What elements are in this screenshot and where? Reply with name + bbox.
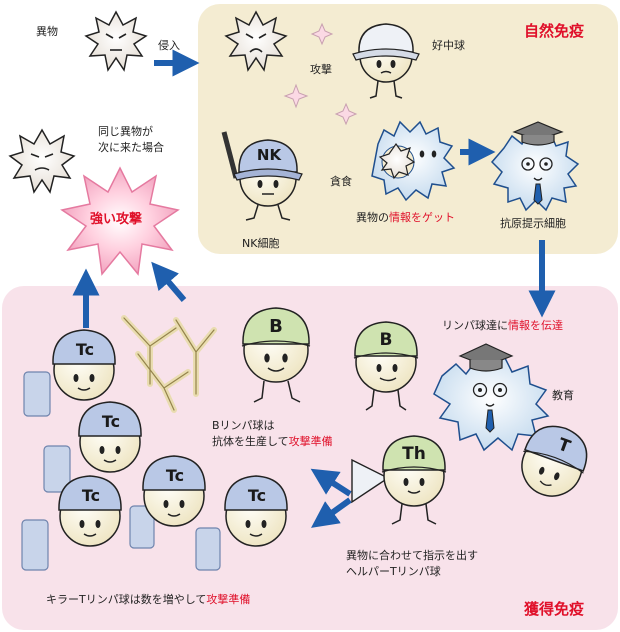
nk-cell-character (221, 131, 303, 221)
b-student-hat-label: B (379, 330, 393, 350)
b-cell-desc-label-2a: 抗体を生産して (212, 435, 289, 448)
helper-t-label-1: 異物に合わせて指示を出す (346, 549, 478, 562)
th-hat-label: Th (402, 444, 426, 464)
arrow-b-up (151, 261, 187, 302)
same-foreign-label-1: 同じ異物が (98, 125, 153, 138)
info-get-label-a: 異物の (356, 211, 389, 224)
b-cell-desc-label-2b: 攻撃準備 (288, 435, 333, 448)
b-hat-label: B (269, 316, 283, 337)
b-cell-student-character (353, 321, 419, 411)
killer-t-cell-2 (78, 401, 142, 473)
same-foreign-label-2: 次に来た場合 (98, 141, 164, 154)
nk-hat-label: NK (256, 146, 282, 164)
lymph-info-label-b: 情報を伝達 (508, 319, 563, 332)
killer-t-cell-5 (224, 475, 288, 547)
phagocyte-character (371, 120, 456, 202)
killer-t-label-b: 攻撃準備 (206, 593, 251, 606)
nk-cell-label: NK細胞 (242, 237, 280, 250)
phagocytosis-label: 貪食 (330, 175, 352, 188)
neutrophil-character (352, 23, 420, 99)
flow-arrows (72, 49, 556, 528)
killer-t-label: キラーTリンパ球は数を増やして攻撃準備 (46, 592, 250, 607)
arrow-th-left-up (310, 468, 352, 497)
tc-hat-label-3: Tc (81, 486, 101, 505)
foreign-body-icon (84, 10, 148, 72)
invade-label: 侵入 (158, 39, 180, 52)
tc-hat-label-4: Tc (165, 466, 185, 485)
killer-t-shields (21, 371, 221, 571)
antibodies-icon (121, 315, 217, 413)
attack-sparkle-icons (283, 22, 358, 126)
neutrophil-label: 好中球 (432, 39, 465, 52)
tc-hat-label-1: Tc (75, 340, 95, 359)
foreign-label: 異物 (36, 25, 58, 38)
lymph-info-label: リンパ球達に情報を伝達 (442, 318, 563, 333)
tc-hat-label-2: Tc (101, 412, 121, 431)
helper-t-label-2: ヘルパーTリンパ球 (346, 565, 441, 578)
killer-t-label-a: キラーTリンパ球は数を増やして (46, 593, 207, 606)
education-label: 教育 (552, 389, 574, 402)
b-cell-desc-label-2: 抗体を生産して攻撃準備 (212, 434, 333, 449)
tc-hat-label-5: Tc (247, 486, 267, 505)
foreign-body-returning-icon (8, 128, 76, 194)
helper-t-cell-character (351, 435, 447, 525)
strong-attack-burst-icon (60, 166, 180, 276)
info-get-label-b: 情報をゲット (389, 211, 455, 224)
attack-label: 攻撃 (310, 63, 332, 76)
b-cell-character (241, 307, 311, 403)
strong-attack-label: 強い攻撃 (90, 212, 143, 227)
killer-t-cell-4 (142, 455, 206, 527)
info-get-label: 異物の情報をゲット (356, 210, 455, 225)
lymph-info-label-a: リンパ球達に (442, 319, 508, 332)
killer-t-cell-3 (58, 475, 122, 547)
apc-label: 抗原提示細胞 (500, 217, 566, 230)
arrow-th-left-down (311, 497, 352, 528)
apc-teacher-character (433, 343, 550, 452)
b-cell-desc-label-1: Bリンパ球は (212, 419, 275, 432)
apc-character (490, 121, 580, 212)
foreign-body-attacked-icon (224, 10, 288, 72)
killer-t-cell-1 (52, 329, 116, 401)
t-cell-character (521, 425, 588, 497)
acquired-immunity-title: 獲得免疫 (524, 600, 585, 618)
innate-immunity-title: 自然免疫 (524, 22, 585, 40)
